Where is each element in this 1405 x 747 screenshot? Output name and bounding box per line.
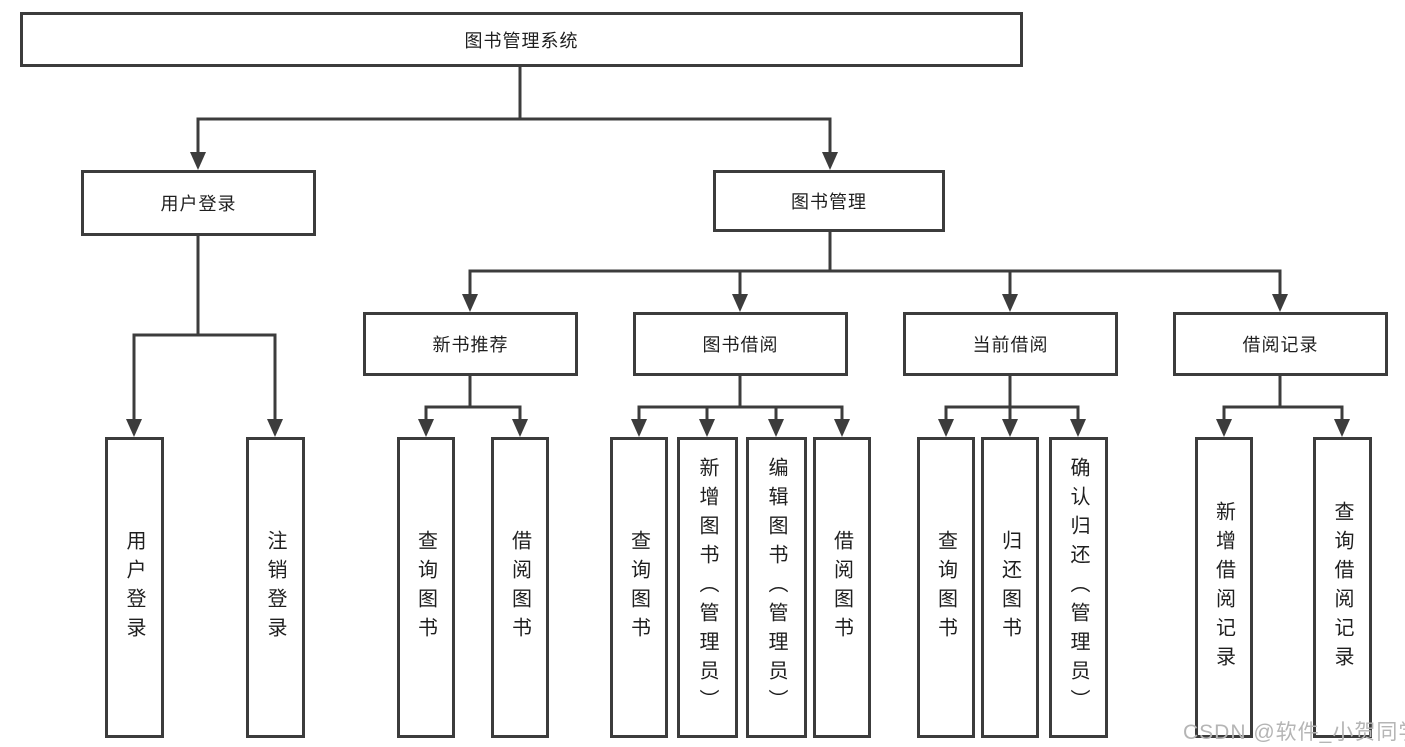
node-current-return-books: 归还图书: [981, 437, 1039, 738]
node-current-query-books: 查询图书: [917, 437, 975, 738]
node-book-borrowing: 图书借阅: [633, 312, 848, 376]
node-borrowing-records: 借阅记录: [1173, 312, 1388, 376]
node-borrowing-query-books: 查询图书: [610, 437, 668, 738]
node-user-login: 用户登录: [81, 170, 316, 236]
node-leaf-user-login: 用户登录: [105, 437, 164, 738]
node-new-book-recommend: 新书推荐: [363, 312, 578, 376]
node-records-query-record: 查询借阅记录: [1313, 437, 1372, 738]
node-library-system: 图书管理系统: [20, 12, 1023, 67]
node-current-borrowing: 当前借阅: [903, 312, 1118, 376]
node-recommend-query-books: 查询图书: [397, 437, 455, 738]
node-recommend-borrow-books: 借阅图书: [491, 437, 549, 738]
watermark: CSDN @软件_小贺同学: [1183, 721, 1405, 744]
node-borrowing-add-books-admin: 新增图书（管理员）: [677, 437, 738, 738]
node-book-management: 图书管理: [713, 170, 945, 232]
node-current-confirm-return-admin: 确认归还（管理员）: [1049, 437, 1108, 738]
node-borrowing-borrow-books: 借阅图书: [813, 437, 871, 738]
node-borrowing-edit-books-admin: 编辑图书（管理员）: [746, 437, 807, 738]
node-leaf-logout: 注销登录: [246, 437, 305, 738]
node-records-add-record: 新增借阅记录: [1195, 437, 1253, 738]
